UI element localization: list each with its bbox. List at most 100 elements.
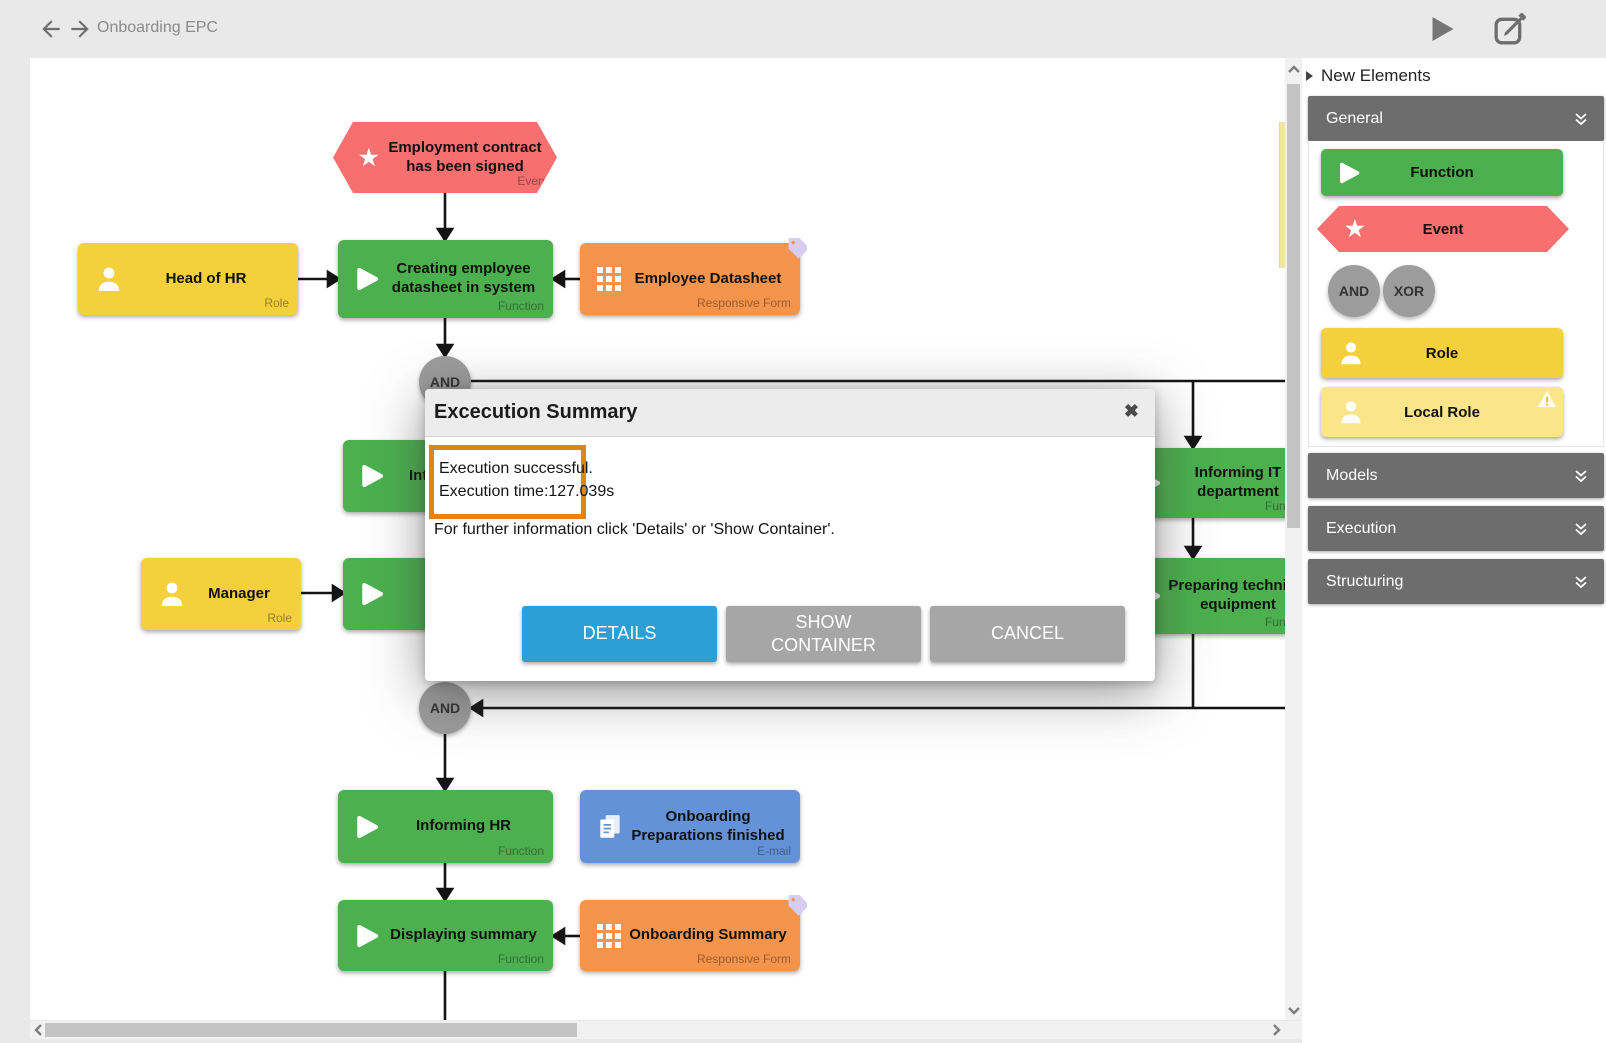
document-icon [600,814,620,838]
close-icon[interactable]: ✖ [1123,401,1139,421]
top-toolbar: Onboarding EPC [0,0,1606,58]
palette-and[interactable]: AND [1328,265,1380,317]
person-icon [98,267,120,291]
details-button[interactable]: DETAILS [522,606,717,662]
grid-icon [597,923,621,948]
execution-status-text: Execution successful. [439,460,593,477]
panel-title: Execution [1326,519,1397,537]
email-node-onboarding-preparations[interactable]: Onboarding Preparations finished E-mail [580,790,800,863]
chevron-double-down-icon [1575,112,1587,125]
panel-header-models[interactable]: Models [1308,453,1604,498]
node-label: Manager [208,584,270,602]
vertical-scrollbar-thumb[interactable] [1287,84,1300,528]
node-type-label: Role [264,296,289,310]
person-icon [1341,401,1361,424]
role-node-manager[interactable]: Manager Role [141,558,301,630]
elements-sidebar: New Elements General Function ★ Event AN… [1302,58,1606,1043]
warning-icon [1538,390,1556,408]
palette-function[interactable]: Function [1321,149,1563,196]
node-type-label: Function [1264,499,1285,513]
play-shape-icon [362,582,384,606]
form-node-employee-datasheet[interactable]: Employee Datasheet Responsive Form [580,238,807,315]
new-elements-label: New Elements [1321,66,1431,85]
execution-time-text: Execution time:127.039s [439,483,615,500]
horizontal-scrollbar-thumb[interactable] [45,1023,577,1037]
tag-icon [788,895,807,916]
gateway-label: AND [429,700,461,716]
function-node-creating-datasheet[interactable]: Creating employee datasheet in system Fu… [338,240,553,318]
node-label: Int [409,466,428,484]
cancel-button[interactable]: CANCEL [930,606,1125,662]
scroll-right-icon[interactable] [1268,1022,1284,1038]
tag-icon [788,238,807,259]
node-type-label: Function [1264,615,1285,629]
node-type-label: Role [267,611,292,625]
node-type-label: Responsive Form [696,952,791,966]
node-label: Informing IT department [1194,464,1282,500]
node-type-label: Function [497,952,544,966]
palette-event[interactable]: ★ Event [1317,206,1569,252]
panel-header-general[interactable]: General [1308,96,1604,141]
and-gateway-bottom[interactable]: AND [419,682,471,734]
node-label: Creating employee datasheet in system [391,260,536,296]
gateway-label: AND [429,374,461,390]
scrollbar-corner [1285,1021,1302,1039]
play-shape-icon [362,464,384,488]
palette-local-role[interactable]: Local Role [1321,387,1563,437]
expand-triangle-icon [1306,71,1313,81]
palette-item-label: Function [1410,164,1474,181]
forward-arrow-icon[interactable] [67,16,93,42]
play-icon[interactable] [1422,11,1458,47]
play-shape-icon [357,815,379,838]
horizontal-scrollbar[interactable] [30,1021,1285,1039]
play-shape-icon [357,924,379,947]
dialog-info-text: For further information click 'Details' … [434,521,835,538]
chevron-double-down-icon [1575,522,1587,535]
scroll-up-icon[interactable] [1286,62,1302,78]
clipped-yellow-element [1279,122,1285,268]
connector-lines [298,193,1285,1020]
back-arrow-icon[interactable] [38,16,64,42]
node-label: Onboarding Preparations finished [631,807,785,844]
function-node-informing-hr[interactable]: Informing HR Function [338,790,553,863]
play-shape-icon [357,267,379,291]
person-icon [161,582,183,606]
chevron-double-down-icon [1575,469,1587,482]
model-title: Onboarding EPC [97,19,218,36]
new-elements-toggle[interactable]: New Elements [1306,64,1431,88]
node-label: Employment contract has been signed [388,138,542,175]
vertical-scrollbar[interactable] [1285,58,1302,1020]
palette-item-label: XOR [1393,283,1425,299]
dialog-header: Excecution Summary ✖ [425,389,1155,437]
dialog-title: Excecution Summary [434,401,638,423]
panel-header-structuring[interactable]: Structuring [1308,559,1604,604]
scroll-down-icon[interactable] [1286,1002,1302,1018]
diagram-canvas[interactable]: ★ Employment contract has been signed Ev… [30,58,1285,1020]
event-node-employment-contract[interactable]: ★ Employment contract has been signed Ev… [333,122,557,193]
scroll-left-icon[interactable] [31,1022,47,1038]
function-node-displaying-summary[interactable]: Displaying summary Function [338,900,553,971]
star-icon: ★ [1345,216,1365,241]
palette-item-label: Event [1422,220,1464,238]
show-container-button[interactable]: SHOW CONTAINER [726,606,921,662]
palette-xor[interactable]: XOR [1383,265,1435,317]
node-type-label: E-mail [756,844,791,858]
role-node-head-of-hr[interactable]: Head of HR Role [78,243,298,315]
form-node-onboarding-summary[interactable]: Onboarding Summary Responsive Form [580,895,807,971]
execution-result-highlight: Execution successful. Execution time:127… [429,445,615,519]
palette-role[interactable]: Role [1321,328,1563,378]
node-label: Displaying summary [390,926,537,944]
node-label: Head of HR [165,269,247,287]
grid-icon [597,267,621,291]
execution-summary-dialog: Excecution Summary ✖ Execution successfu… [425,389,1155,681]
palette-item-label: Role [1425,344,1459,362]
node-label: Employee Datasheet [634,269,782,287]
play-shape-icon [1340,162,1360,183]
panel-title: Models [1326,466,1378,484]
node-type-label: Function [497,299,544,313]
edit-icon[interactable] [1492,11,1528,47]
node-type-label: Responsive Form [696,296,791,310]
chevron-double-down-icon [1575,575,1587,588]
panel-header-execution[interactable]: Execution [1308,506,1604,551]
